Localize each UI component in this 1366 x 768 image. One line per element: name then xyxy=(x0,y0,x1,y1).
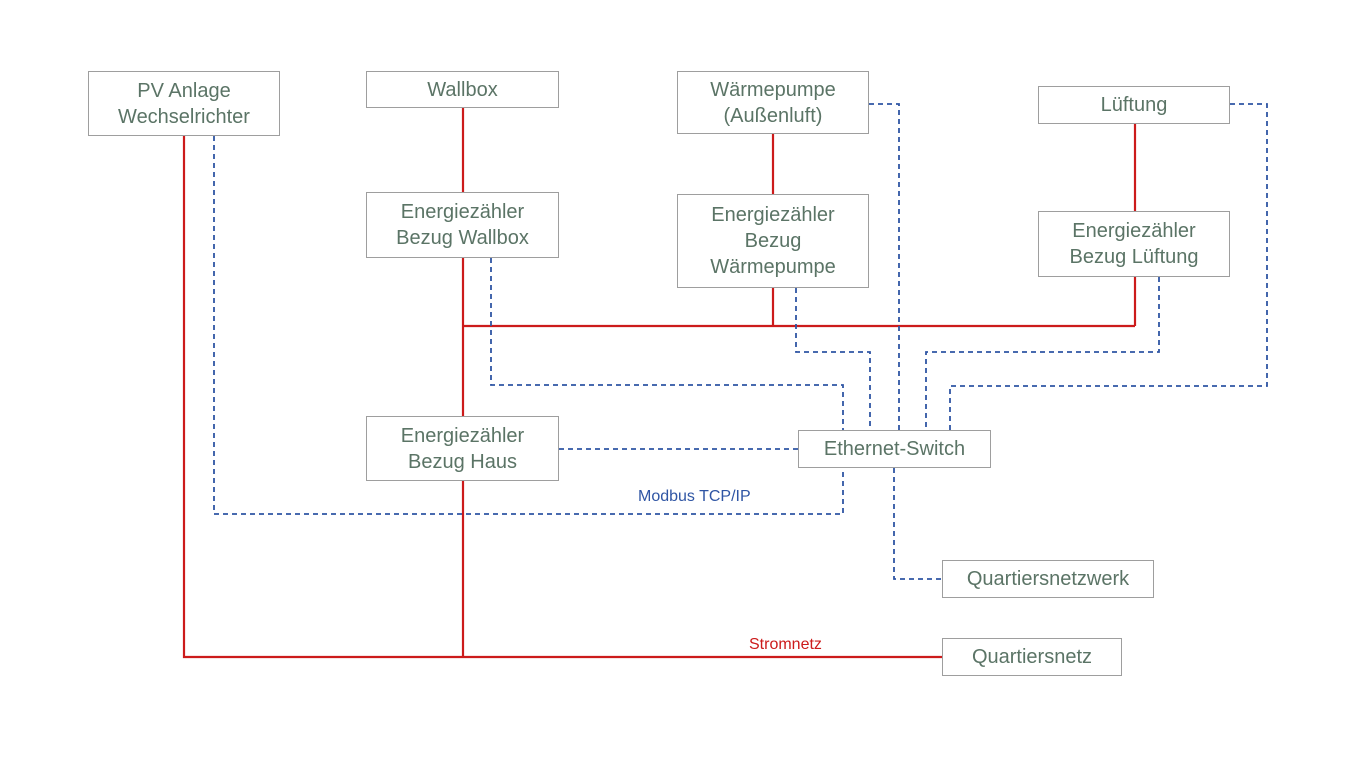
meter-ventilation-box: Energiezähler Bezug Lüftung xyxy=(1038,211,1230,277)
data-lines xyxy=(213,103,1268,580)
meter-wallbox-box: Energiezähler Bezug Wallbox xyxy=(366,192,559,258)
modbus-label: Modbus TCP/IP xyxy=(638,488,751,505)
heatpump-box: Wärmepumpe (Außenluft) xyxy=(677,71,869,134)
data-line-meter-heatpump xyxy=(795,288,871,430)
data-line-meter-ventilation xyxy=(925,277,1160,430)
wallbox-box: Wallbox xyxy=(366,71,559,108)
meter-heatpump-box: Energiezähler Bezug Wärmepumpe xyxy=(677,194,869,288)
power-grid-label: Stromnetz xyxy=(749,636,822,653)
meter-house-box: Energiezähler Bezug Haus xyxy=(366,416,559,481)
ethernet-switch-box: Ethernet-Switch xyxy=(798,430,991,468)
district-grid-box: Quartiersnetz xyxy=(942,638,1122,676)
ventilation-box: Lüftung xyxy=(1038,86,1230,124)
power-lines xyxy=(182,108,1137,659)
district-network-box: Quartiersnetzwerk xyxy=(942,560,1154,598)
data-line-meter-wallbox xyxy=(490,258,844,430)
data-line-ventilation xyxy=(949,103,1268,430)
pv-inverter-box: PV Anlage Wechselrichter xyxy=(88,71,280,136)
data-line-pv xyxy=(213,136,844,515)
data-line-heatpump xyxy=(869,103,900,430)
power-line-pv xyxy=(182,136,942,659)
data-line-district-network xyxy=(893,468,942,580)
